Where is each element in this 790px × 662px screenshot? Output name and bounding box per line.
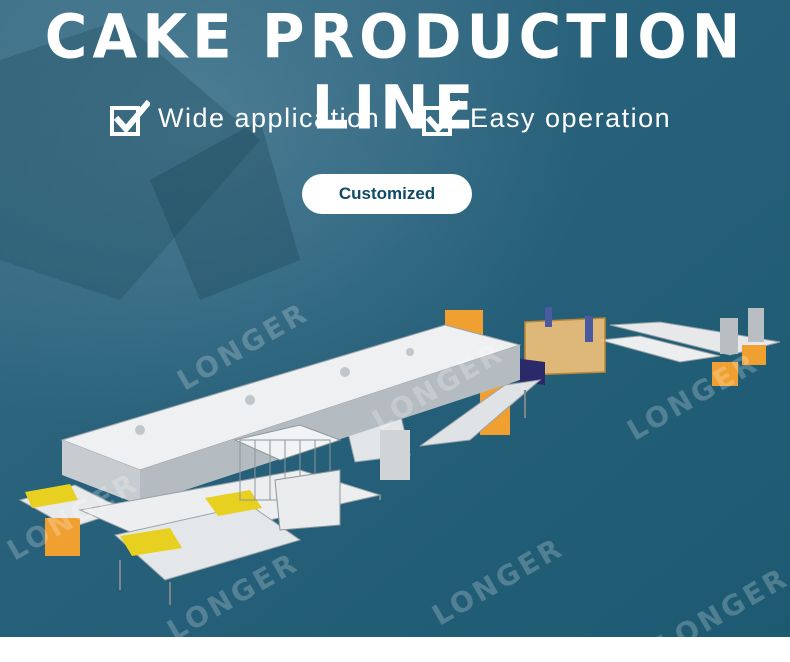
- feature-label: Wide application: [158, 102, 381, 133]
- customized-button[interactable]: Customized: [302, 174, 472, 214]
- feature-easy-operation: Easy operation: [422, 100, 671, 136]
- feature-label: Easy operation: [470, 102, 672, 133]
- feature-wide-application: Wide application: [110, 100, 380, 136]
- page-title: CAKE PRODUCTION LINE: [44, 0, 746, 144]
- production-line-illustration: [18, 307, 781, 605]
- checkbox-checked-icon: [110, 100, 150, 136]
- checkbox-checked-icon: [422, 100, 462, 136]
